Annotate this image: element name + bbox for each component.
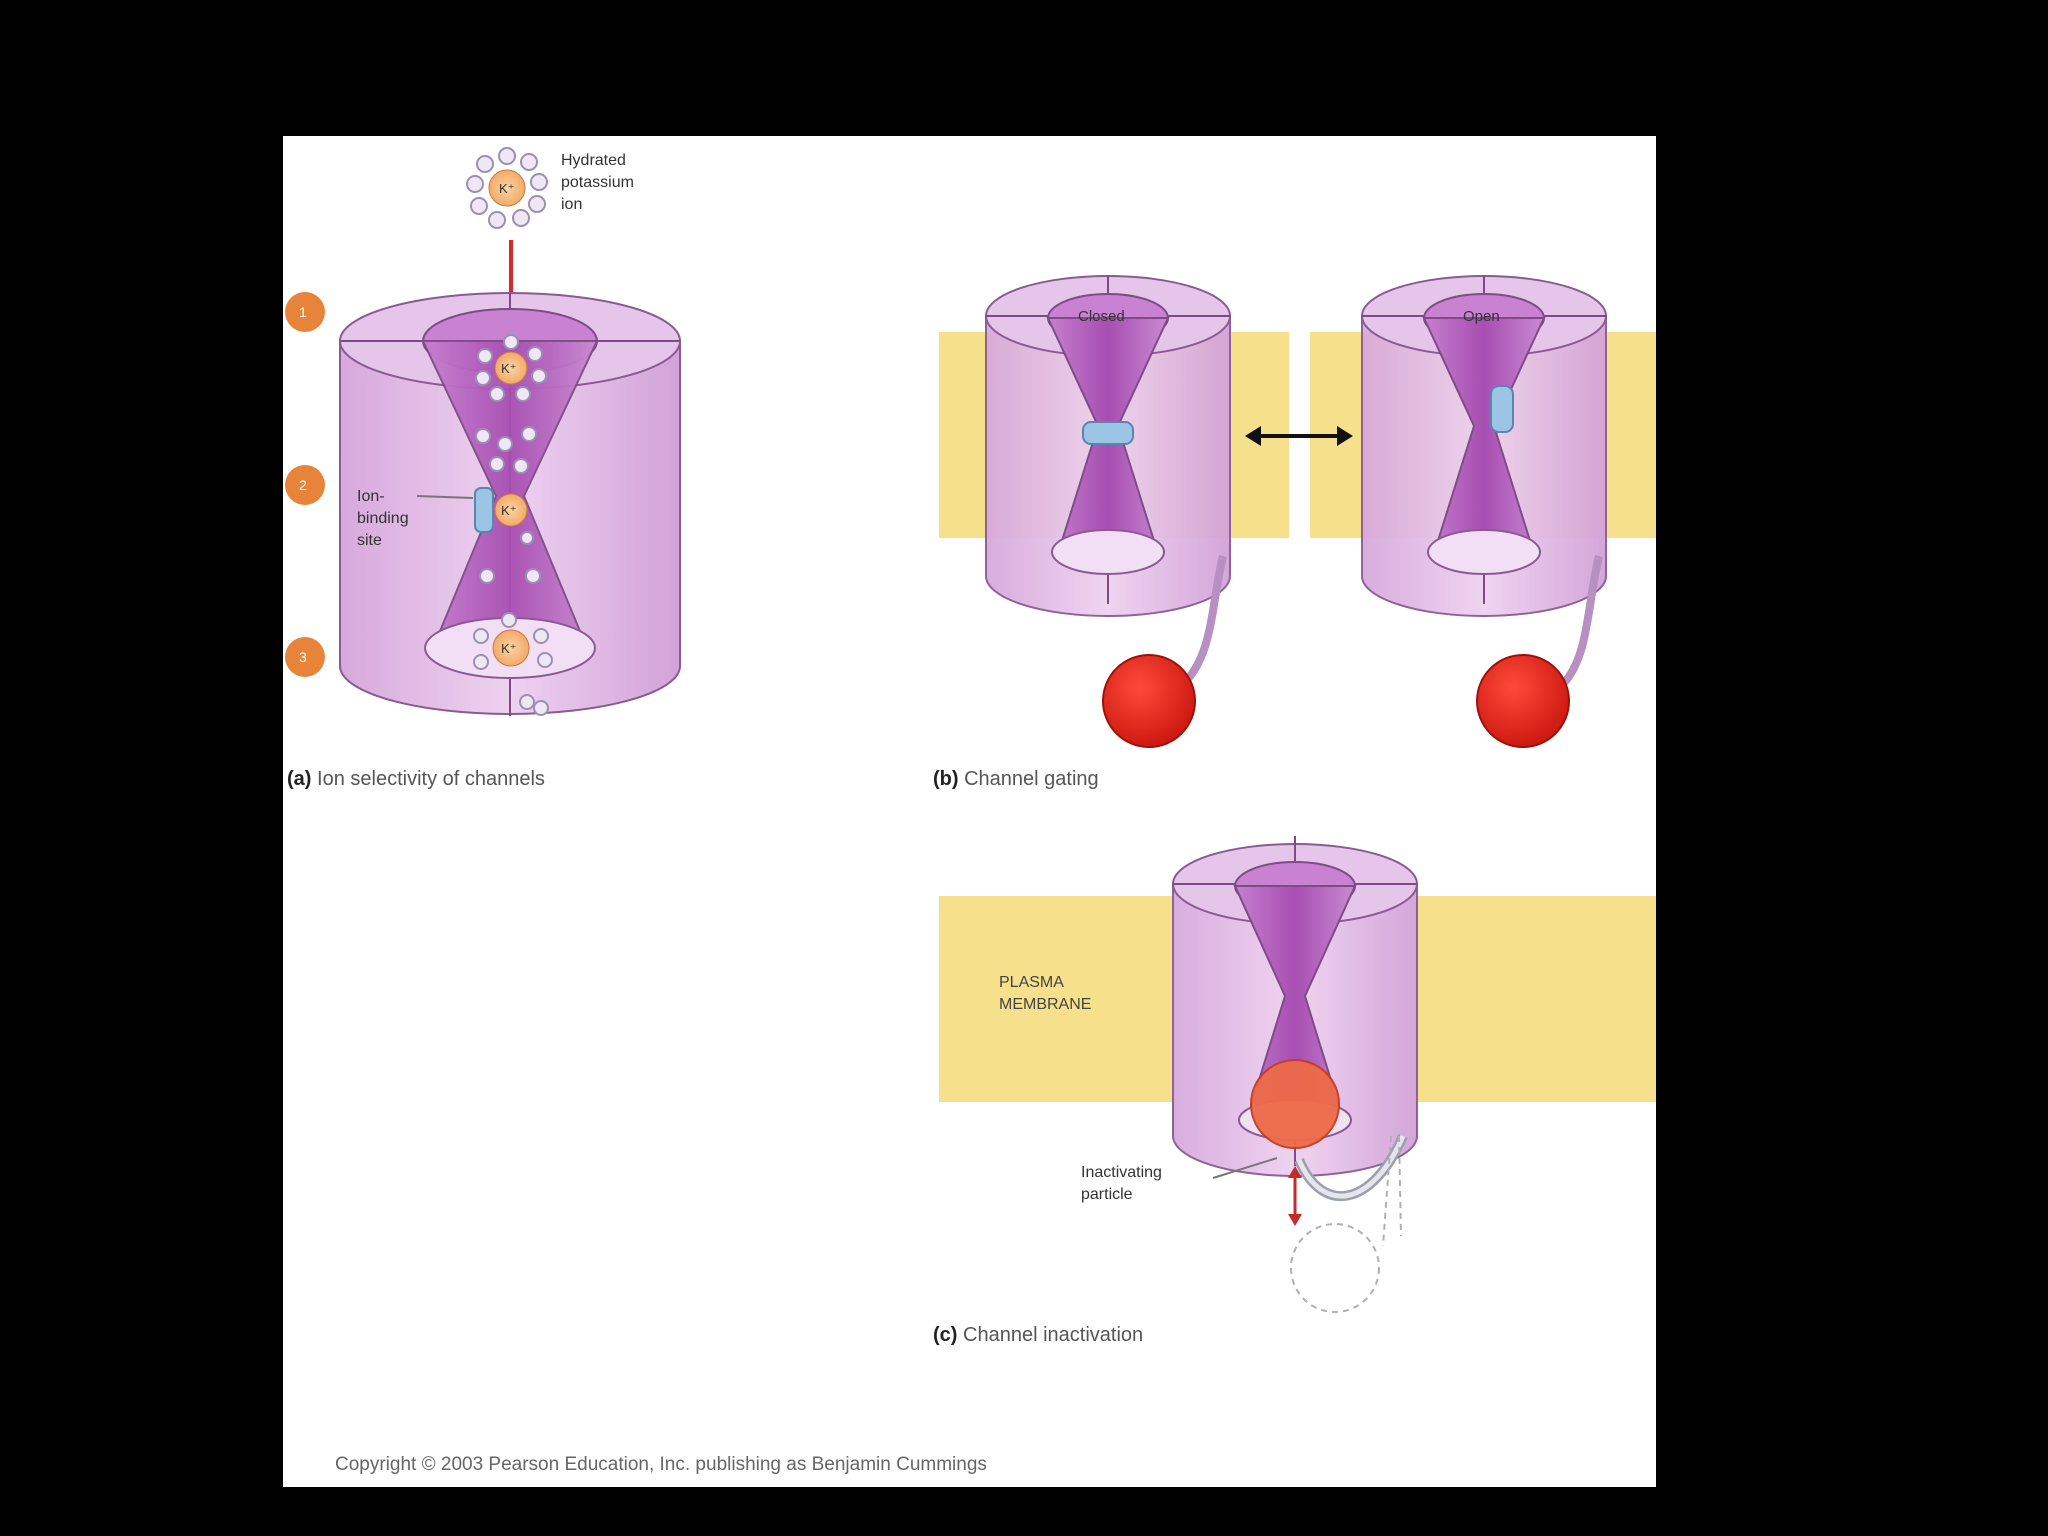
panel-c bbox=[939, 836, 1656, 1312]
open-label: Open bbox=[1463, 306, 1500, 328]
ion-channel-diagram bbox=[283, 136, 1656, 1487]
ion-symbol-exit: K⁺ bbox=[501, 638, 517, 660]
particle-unbound-outline bbox=[1291, 1224, 1379, 1312]
copyright-notice: Copyright © 2003 Pearson Education, Inc.… bbox=[335, 1454, 987, 1476]
hydrated-label-line3: ion bbox=[561, 194, 634, 216]
step-number-1: 1 bbox=[299, 301, 307, 323]
binding-label-line2: binding bbox=[357, 508, 409, 530]
caption-a-letter: (a) bbox=[287, 768, 311, 790]
hydrated-ion-label: Hydrated potassium ion bbox=[561, 150, 634, 216]
ion-symbol-binding: K⁺ bbox=[501, 500, 517, 522]
inactivating-particle-label: Inactivating particle bbox=[1081, 1162, 1162, 1206]
particle-label-line2: particle bbox=[1081, 1184, 1162, 1206]
gate-open-vertical bbox=[1491, 386, 1513, 432]
membrane-label-line2: MEMBRANE bbox=[999, 994, 1091, 1016]
binding-label-line1: Ion- bbox=[357, 486, 409, 508]
hydrated-label-line2: potassium bbox=[561, 172, 634, 194]
closed-label: Closed bbox=[1078, 306, 1125, 328]
ion-symbol-vestibule: K⁺ bbox=[501, 358, 517, 380]
gate-ball-closed bbox=[1103, 655, 1195, 747]
particle-label-line1: Inactivating bbox=[1081, 1162, 1162, 1184]
caption-c-text: Channel inactivation bbox=[963, 1324, 1143, 1346]
inactivation-arrow bbox=[1288, 1166, 1302, 1226]
step-number-3: 3 bbox=[299, 646, 307, 668]
plasma-membrane-label: PLASMA MEMBRANE bbox=[999, 972, 1091, 1016]
caption-c-letter: (c) bbox=[933, 1324, 957, 1346]
gate-closed-horizontal bbox=[1083, 422, 1133, 444]
binding-site-label: Ion- binding site bbox=[357, 486, 409, 552]
panel-a bbox=[285, 148, 680, 716]
membrane-c-right bbox=[1417, 896, 1656, 1102]
hydrated-label-line1: Hydrated bbox=[561, 150, 634, 172]
caption-c: (c) Channel inactivation bbox=[933, 1322, 1143, 1348]
closed-channel bbox=[986, 276, 1230, 747]
figure-slide: Hydrated potassium ion Ion- binding site… bbox=[283, 136, 1656, 1487]
inactivating-particle bbox=[1251, 1060, 1339, 1148]
caption-b: (b) Channel gating bbox=[933, 766, 1099, 792]
ion-symbol-top: K⁺ bbox=[499, 178, 515, 200]
panel-b bbox=[939, 276, 1656, 747]
open-channel bbox=[1362, 276, 1606, 747]
membrane-label-line1: PLASMA bbox=[999, 972, 1091, 994]
caption-b-letter: (b) bbox=[933, 768, 959, 790]
caption-a-text: Ion selectivity of channels bbox=[317, 768, 545, 790]
binding-site-block bbox=[475, 488, 493, 532]
caption-a: (a) Ion selectivity of channels bbox=[287, 766, 545, 792]
binding-label-line3: site bbox=[357, 530, 409, 552]
step-number-2: 2 bbox=[299, 474, 307, 496]
caption-b-text: Channel gating bbox=[964, 768, 1099, 790]
gate-ball-open bbox=[1477, 655, 1569, 747]
